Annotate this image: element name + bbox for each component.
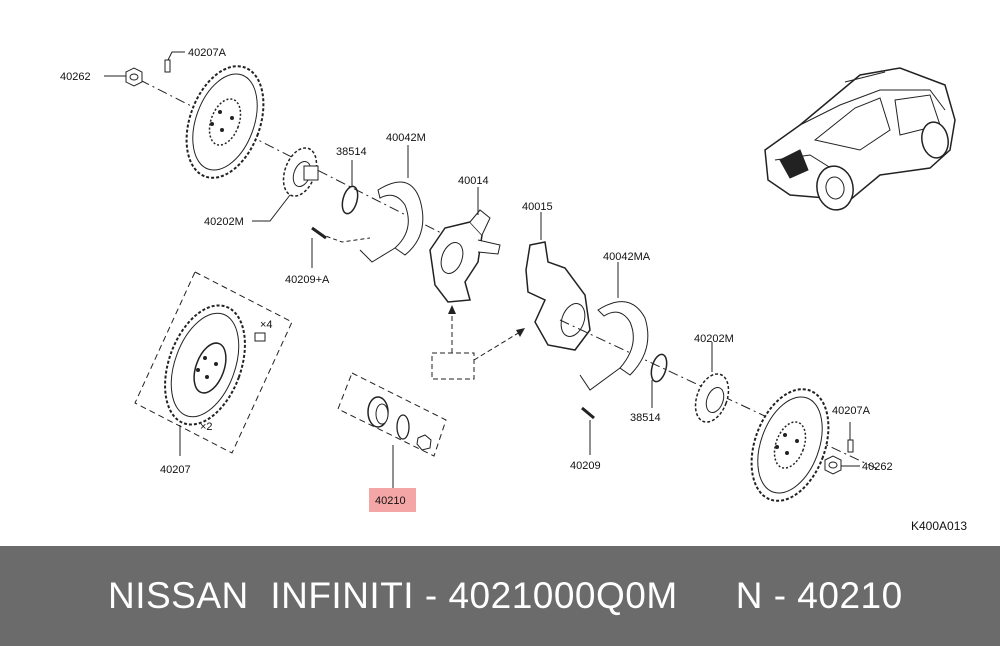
hub-right-icon xyxy=(694,373,730,423)
callout-knuckle-right: 40014 xyxy=(458,175,489,187)
axis-line-right xyxy=(559,319,881,471)
bolt-top-icon xyxy=(164,59,171,73)
steering-knuckle-40014-icon xyxy=(429,209,501,303)
drawing-code: K400A013 xyxy=(911,519,967,533)
footer-reference: N - 40210 xyxy=(735,575,903,616)
bolt-right-icon xyxy=(847,439,854,453)
disc-bolt-icon xyxy=(254,332,266,342)
callout-hub-top: 40202M xyxy=(204,216,244,228)
callout-bolt-right: 40207A xyxy=(832,405,871,417)
callout-screw-left: 40209+A xyxy=(285,274,330,286)
footer-brand-part-number: NISSAN INFINITI - 4021000Q0M xyxy=(108,575,678,616)
callout-knuckle-left: 40015 xyxy=(522,201,553,213)
callout-nut-top: 40262 xyxy=(60,71,91,83)
callout-plate-right: 40042MA xyxy=(603,251,651,263)
bearing-kit-group xyxy=(337,372,447,457)
callout-bearing-kit: 40210 xyxy=(375,495,406,507)
snap-ring-top-icon xyxy=(341,185,359,215)
steering-knuckle-40015-icon xyxy=(525,241,591,351)
callout-disc-kit-qty: ×2 xyxy=(200,421,213,433)
callout-plate-top: 40042M xyxy=(386,132,426,144)
bearing-nut-icon xyxy=(416,434,432,451)
nut-top-icon xyxy=(125,67,143,87)
bearing-snap-ring-icon xyxy=(396,414,410,440)
screw-right-icon xyxy=(581,406,595,420)
callout-bolt-kit-qty: ×4 xyxy=(260,319,273,331)
nut-right-icon xyxy=(824,455,842,475)
disc-kit-group xyxy=(134,271,293,454)
footer-bar: NISSAN INFINITI - 4021000Q0M N - 40210 xyxy=(0,546,1000,646)
screw-left-icon xyxy=(311,226,327,240)
brake-disc-right-icon xyxy=(750,388,830,502)
reference-box xyxy=(431,352,475,380)
backing-plate-top-icon xyxy=(359,181,424,263)
callout-snap-ring-top: 38514 xyxy=(336,146,367,158)
axis-line xyxy=(139,79,456,241)
callout-nut-right: 40262 xyxy=(862,461,893,473)
brake-disc-top-icon xyxy=(185,65,265,179)
callout-disc-kit: 40207 xyxy=(160,464,191,476)
backing-plate-right-icon xyxy=(579,301,649,391)
vehicle-illustration-icon xyxy=(764,67,956,211)
callout-hub-right: 40202M xyxy=(694,333,734,345)
exploded-parts-diagram: 40262 40207A 40202M 38514 xyxy=(60,47,967,533)
callout-snap-ring-right: 38514 xyxy=(630,412,661,424)
hub-top-icon xyxy=(282,147,319,197)
highlight-box xyxy=(369,488,416,512)
callout-bolt-top: 40207A xyxy=(188,47,227,59)
callout-screw-right: 40209 xyxy=(570,460,601,472)
snap-ring-right-icon xyxy=(650,353,668,383)
